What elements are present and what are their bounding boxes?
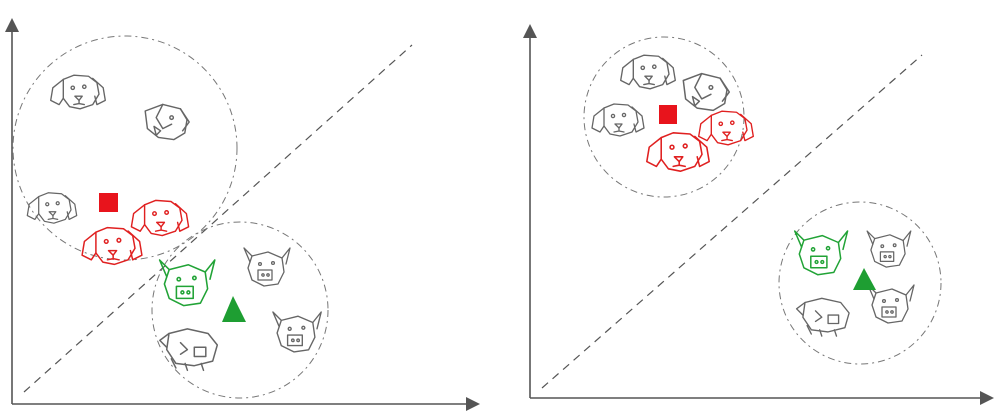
left-pig-sketch-3 [272,311,322,353]
left-dog-sketch-3 [26,192,78,224]
left-red-square-marker [99,193,118,212]
right-dog-sketch-red-1 [646,132,710,172]
right-dog-sketch-red-2 [698,110,754,146]
left-dog-sketch-1 [50,74,106,110]
left-pig-cluster [151,221,329,399]
right-pig-sketch-green [793,230,849,276]
right-pig-cluster [778,201,942,365]
right-pig-sketch-3 [867,284,915,324]
right-decision-boundary [541,54,923,389]
left-dog-sketch-red-1 [81,226,143,266]
left-y-axis-arrow [5,18,19,32]
left-decision-boundary [23,44,413,393]
left-dog-sketch-red-2 [130,199,190,237]
right-green-triangle-marker [853,268,876,290]
right-panel [523,24,994,405]
left-pig-sketch-1 [243,247,291,287]
right-y-axis-arrow [523,24,537,38]
right-x-axis-arrow [980,391,994,405]
left-dog-sketch-2 [144,103,190,141]
right-red-square-marker [659,105,677,124]
right-dog-sketch-3 [591,103,645,137]
right-dog-sketch-1 [620,54,676,90]
right-pig-sketch-1 [866,230,912,268]
left-green-triangle-marker [222,296,246,322]
left-panel [5,18,480,411]
left-x-axis-arrow [466,397,480,411]
right-dog-sketch-2 [682,72,731,112]
left-pig-sketch-2 [159,328,219,372]
left-pig-sketch-green [158,259,216,307]
right-pig-sketch-2 [795,297,850,337]
left-dog-cluster [12,35,238,261]
